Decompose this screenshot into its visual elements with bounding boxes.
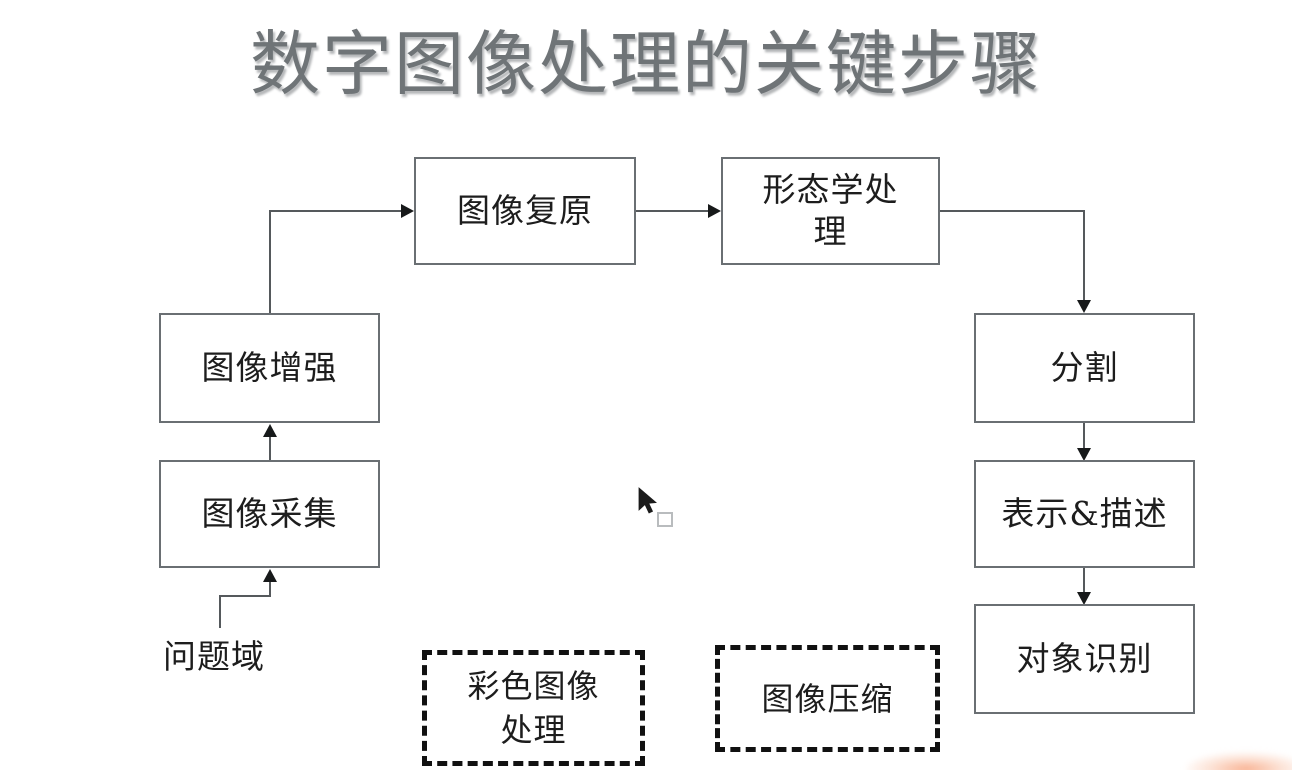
node-representation-description[interactable]: 表示&描述	[974, 460, 1195, 568]
node-object-recognition[interactable]: 对象识别	[974, 604, 1195, 714]
node-label-image-compression: 图像压缩	[761, 679, 894, 718]
node-image-restoration[interactable]: 图像复原	[414, 157, 636, 265]
node-color-image-processing[interactable]: 彩色图像处理	[422, 650, 645, 766]
arrowhead-into-image-restoration	[401, 204, 414, 218]
label-problem-domain: 问题域	[163, 637, 265, 676]
node-label-color-image-processing: 彩色图像处理	[467, 667, 600, 749]
arrowhead-into-object-recognition	[1077, 592, 1091, 605]
connector-problem-domain-vertical-right	[269, 581, 271, 596]
connector-acquisition-to-enhancement	[269, 436, 271, 462]
arrowhead-into-morphological	[708, 204, 721, 218]
node-image-acquisition[interactable]: 图像采集	[159, 460, 380, 568]
node-image-enhancement[interactable]: 图像增强	[159, 313, 380, 423]
node-label-image-enhancement: 图像增强	[201, 348, 338, 387]
connector-morphological-to-segmentation-vertical	[1083, 210, 1085, 302]
node-label-image-acquisition: 图像采集	[201, 494, 338, 533]
connector-enhancement-to-restoration-vertical	[269, 211, 271, 315]
arrowhead-into-segmentation	[1077, 300, 1091, 313]
mouse-pointer-icon	[638, 487, 657, 514]
corner-glow-artifact	[1186, 752, 1292, 770]
node-label-object-recognition: 对象识别	[1016, 639, 1153, 678]
connector-segmentation-to-representation	[1083, 423, 1085, 450]
node-label-representation-description: 表示&描述	[1001, 494, 1168, 533]
page-title: 数字图像处理的关键步骤	[250, 23, 1042, 105]
node-label-morphological-processing: 形态学处理	[762, 170, 899, 251]
connector-problem-domain-horizontal	[219, 595, 271, 597]
arrowhead-into-representation	[1077, 448, 1091, 461]
mouse-cursor	[638, 487, 678, 532]
node-segmentation[interactable]: 分割	[974, 313, 1195, 423]
node-morphological-processing[interactable]: 形态学处理	[721, 157, 940, 265]
arrowhead-into-image-acquisition	[263, 569, 277, 582]
node-label-segmentation: 分割	[1050, 348, 1119, 387]
connector-problem-domain-vertical-left	[219, 596, 221, 628]
connector-enhancement-to-restoration-horizontal	[269, 210, 402, 212]
connector-representation-to-recognition	[1083, 568, 1085, 595]
connector-morphological-to-segmentation-horizontal	[940, 210, 1085, 212]
arrowhead-into-image-enhancement	[263, 424, 277, 437]
connector-restoration-to-morphological	[636, 210, 709, 212]
drop-target-icon	[657, 512, 673, 527]
node-image-compression[interactable]: 图像压缩	[715, 645, 940, 752]
node-label-image-restoration: 图像复原	[457, 191, 593, 230]
